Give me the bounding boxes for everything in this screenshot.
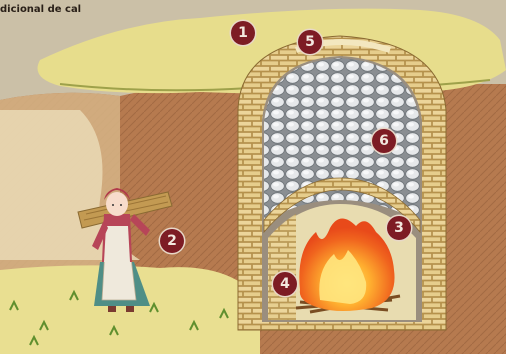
label-6-badge: 6 <box>372 129 396 153</box>
label-1-badge: 1 <box>231 21 255 45</box>
label-3-badge: 3 <box>387 216 411 240</box>
label-4-badge: 4 <box>273 272 297 296</box>
label-2-badge: 2 <box>160 229 184 253</box>
label-5-badge: 5 <box>298 30 322 54</box>
figure-title: dicional de cal <box>0 4 81 15</box>
